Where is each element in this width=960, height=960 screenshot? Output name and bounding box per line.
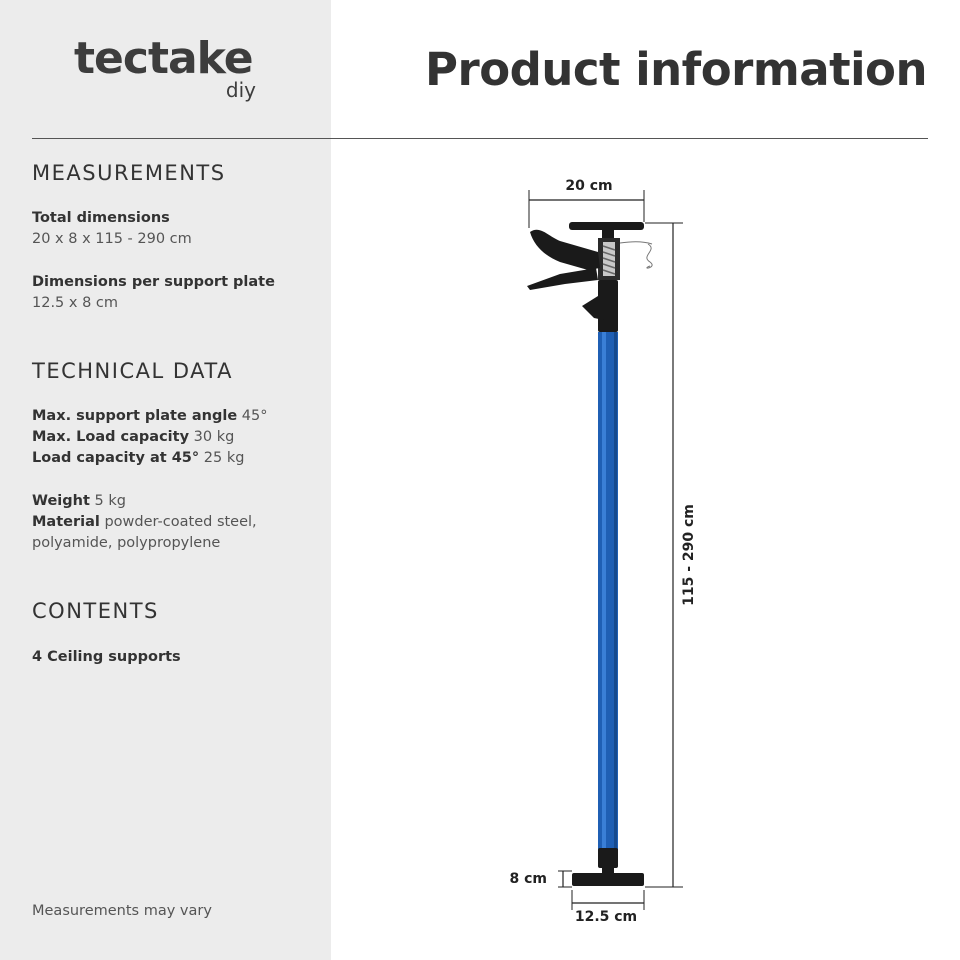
base-height-label: 8 cm <box>509 871 547 887</box>
width-dimension: 20 cm <box>528 178 645 228</box>
base-width-dimension: 12.5 cm <box>571 890 645 925</box>
header-divider <box>32 138 928 139</box>
brand-name: tectake <box>74 33 254 84</box>
info-sidebar <box>0 0 331 960</box>
spec-angle-value: 45° <box>241 408 268 424</box>
spec-weight-value: 5 kg <box>94 493 126 509</box>
spec-load45-label: Load capacity at 45° <box>32 450 200 466</box>
contents-heading: CONTENTS <box>32 599 159 623</box>
base-width-label: 12.5 cm <box>575 909 637 925</box>
spec-load-label: Max. Load capacity <box>32 429 190 445</box>
spring-mechanism <box>598 238 620 280</box>
technical-specs: Max. support plate angle 45° Max. Load c… <box>32 406 267 469</box>
technical-heading: TECHNICAL DATA <box>32 359 233 383</box>
total-dimensions-label: Total dimensions <box>32 210 170 226</box>
plate-dimensions: Dimensions per support plate 12.5 x 8 cm <box>32 272 275 314</box>
locking-collar <box>582 280 618 332</box>
base-height-dimension: 8 cm <box>509 870 572 888</box>
spec-weight-label: Weight <box>32 493 90 509</box>
spec-material-value-2: polyamide, polypropylene <box>32 535 221 551</box>
brand-sub: diy <box>225 78 256 102</box>
pump-handle <box>527 229 600 290</box>
height-dimension: 115 - 290 cm <box>645 222 697 888</box>
spec-load45: Load capacity at 45° 25 kg <box>32 448 267 469</box>
spec-load-value: 30 kg <box>193 429 235 445</box>
spec-angle-label: Max. support plate angle <box>32 408 238 424</box>
wire-clip <box>619 241 653 269</box>
spec-material-value-1: powder-coated steel, <box>104 514 257 530</box>
plate-dimensions-label: Dimensions per support plate <box>32 274 275 290</box>
top-support-plate <box>569 222 644 239</box>
plate-dimensions-value: 12.5 x 8 cm <box>32 295 119 311</box>
bottom-support-plate <box>572 848 644 886</box>
spec-weight: Weight 5 kg <box>32 491 257 512</box>
contents-item: 4 Ceiling supports <box>32 649 181 665</box>
total-dimensions-value: 20 x 8 x 115 - 290 cm <box>32 231 192 247</box>
spec-load: Max. Load capacity 30 kg <box>32 427 267 448</box>
page-title: Product information <box>425 43 927 96</box>
measurements-heading: MEASUREMENTS <box>32 161 226 185</box>
contents-list: 4 Ceiling supports <box>32 647 181 668</box>
footer-note: Measurements may vary <box>32 903 212 919</box>
spec-material-label: Material <box>32 514 100 530</box>
spec-material: Material powder-coated steel, <box>32 512 257 533</box>
spec-load45-value: 25 kg <box>203 450 245 466</box>
spec-angle: Max. support plate angle 45° <box>32 406 267 427</box>
width-label: 20 cm <box>565 178 612 194</box>
brand-logo: tectake diy <box>74 33 260 103</box>
material-specs: Weight 5 kg Material powder-coated steel… <box>32 491 257 554</box>
height-label: 115 - 290 cm <box>681 504 697 606</box>
telescopic-pole <box>598 332 618 850</box>
total-dimensions: Total dimensions 20 x 8 x 115 - 290 cm <box>32 208 192 250</box>
